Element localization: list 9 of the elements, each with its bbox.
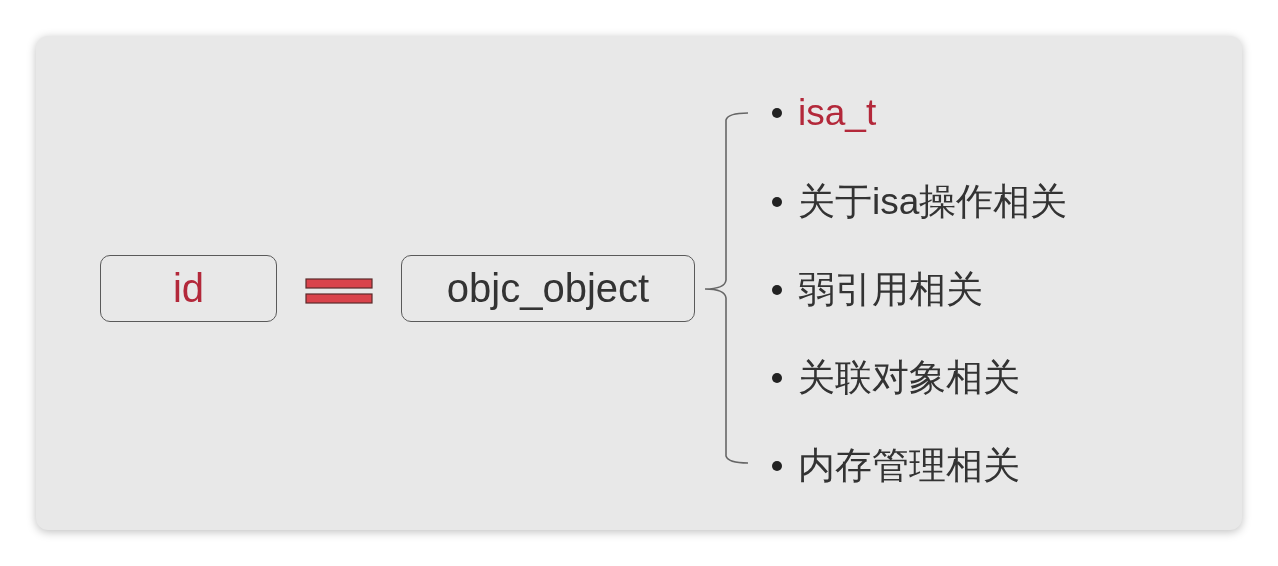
list-item-text: 关于isa操作相关	[798, 180, 1068, 224]
list-item-text: 内存管理相关	[798, 444, 1020, 488]
text-box	[401, 255, 695, 322]
text-box	[100, 255, 277, 322]
list-item-text: 弱引用相关	[798, 268, 983, 312]
list-item-text: 关联对象相关	[798, 356, 1020, 400]
list-item-text: isa_t	[798, 92, 877, 134]
node-label: objc_object	[446, 266, 650, 311]
node-label: id	[172, 266, 205, 311]
